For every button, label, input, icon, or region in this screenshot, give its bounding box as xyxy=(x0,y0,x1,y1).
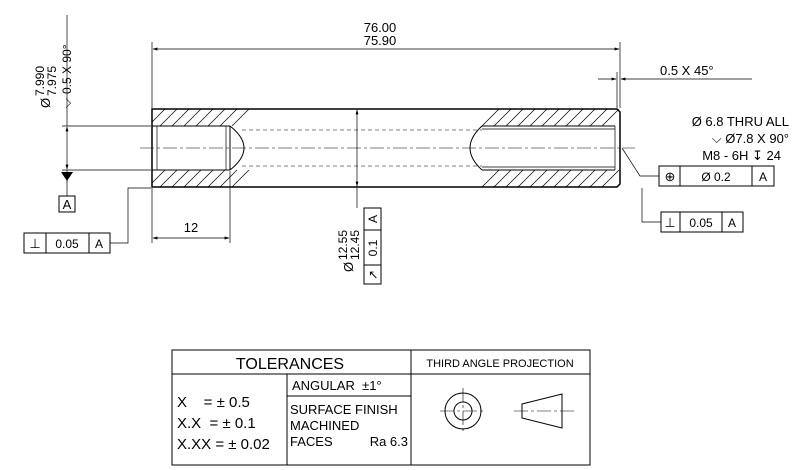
projection-symbol-icon xyxy=(440,388,577,434)
position-value: Ø 0.2 xyxy=(701,170,731,184)
outer-diameter-symbol: Ø xyxy=(341,262,356,272)
overall-length-upper: 76.00 xyxy=(364,20,397,35)
left-bore-diameter-upper: 7.990 xyxy=(33,66,47,96)
outer-diameter-lower: 12.45 xyxy=(348,230,362,260)
right-perpendicularity-frame: ⊥ 0.05 A xyxy=(641,188,744,233)
left-bore-diameter-lower: 7.975 xyxy=(45,66,59,96)
right-chamfer-label: 0.5 X 45° xyxy=(660,63,714,78)
linear-tolerance-xx: X.X = ± 0.1 xyxy=(177,415,256,432)
surface-finish-value: Ra 6.3 xyxy=(370,434,408,449)
left-perp-datum: A xyxy=(95,237,103,251)
position-datum: A xyxy=(759,170,767,184)
outer-diameter-dimension: Ø 12.55 12.45 xyxy=(336,109,362,272)
left-perp-value: 0.05 xyxy=(55,237,79,251)
runout-datum: A xyxy=(366,215,380,223)
position-symbol: ⊕ xyxy=(665,169,676,184)
surface-finish-line-3: FACES xyxy=(290,434,333,449)
left-perpendicularity-frame: ⊥ 0.05 A xyxy=(23,187,151,254)
runout-frame: ↗ 0.1 A xyxy=(363,207,382,285)
position-frame: ⊕ Ø 0.2 A xyxy=(658,165,775,187)
part-outline xyxy=(151,108,621,188)
left-bore-diameter-symbol: Ø xyxy=(38,98,53,108)
right-perp-datum: A xyxy=(728,216,736,230)
thru-hole-label: Ø 6.8 THRU ALL xyxy=(692,114,789,129)
title-block: TOLERANCES THIRD ANGLE PROJECTION X = ± … xyxy=(171,349,591,466)
right-perp-value: 0.05 xyxy=(689,216,713,230)
overall-length-dimension: 76.00 75.90 xyxy=(151,20,621,108)
surface-finish-line-2: MACHINED xyxy=(290,418,359,433)
surface-finish-line-1: SURFACE FINISH xyxy=(290,402,398,417)
left-bore-depth-dimension: 12 xyxy=(151,171,231,243)
datum-a-feature: A xyxy=(58,170,76,213)
angular-tolerance: ANGULAR ±1° xyxy=(292,378,382,393)
part-section-view xyxy=(140,108,635,188)
right-chamfer-dimension: 0.5 X 45° xyxy=(598,63,752,108)
outer-diameter-upper: 12.55 xyxy=(336,230,350,260)
datum-a-box xyxy=(58,195,76,213)
right-perp-symbol: ⊥ xyxy=(664,215,675,230)
left-perp-symbol: ⊥ xyxy=(29,236,40,251)
linear-tolerance-x: X = ± 0.5 xyxy=(177,394,250,411)
right-threaded-bore xyxy=(482,125,615,171)
section-hatch-bottom xyxy=(152,170,620,187)
left-bore xyxy=(152,125,231,171)
tolerances-header: TOLERANCES xyxy=(236,356,344,373)
countersink-label: ⌵ Ø7.8 X 90° xyxy=(712,131,789,146)
datum-a-label: A xyxy=(63,197,72,212)
left-bore-depth-label: 12 xyxy=(184,220,198,235)
linear-tolerance-xxx: X.XX = ± 0.02 xyxy=(177,436,270,453)
runout-symbol: ↗ xyxy=(366,270,380,280)
thread-label: M8 - 6H ↧ 24 xyxy=(702,148,781,163)
left-countersink-symbol: ⌵ xyxy=(59,98,74,108)
thru-hole-callout: Ø 6.8 THRU ALL ⌵ Ø7.8 X 90° M8 - 6H ↧ 24 xyxy=(621,114,789,177)
runout-value: 0.1 xyxy=(366,239,380,256)
overall-length-lower: 75.90 xyxy=(364,33,397,48)
section-hatch-top xyxy=(152,109,620,126)
projection-header: THIRD ANGLE PROJECTION xyxy=(426,358,573,370)
left-countersink-label: 0.5 X 90° xyxy=(60,44,74,94)
left-bore-diameter-dimension: Ø 7.990 7.975 ⌵ 0.5 X 90° xyxy=(33,15,151,171)
